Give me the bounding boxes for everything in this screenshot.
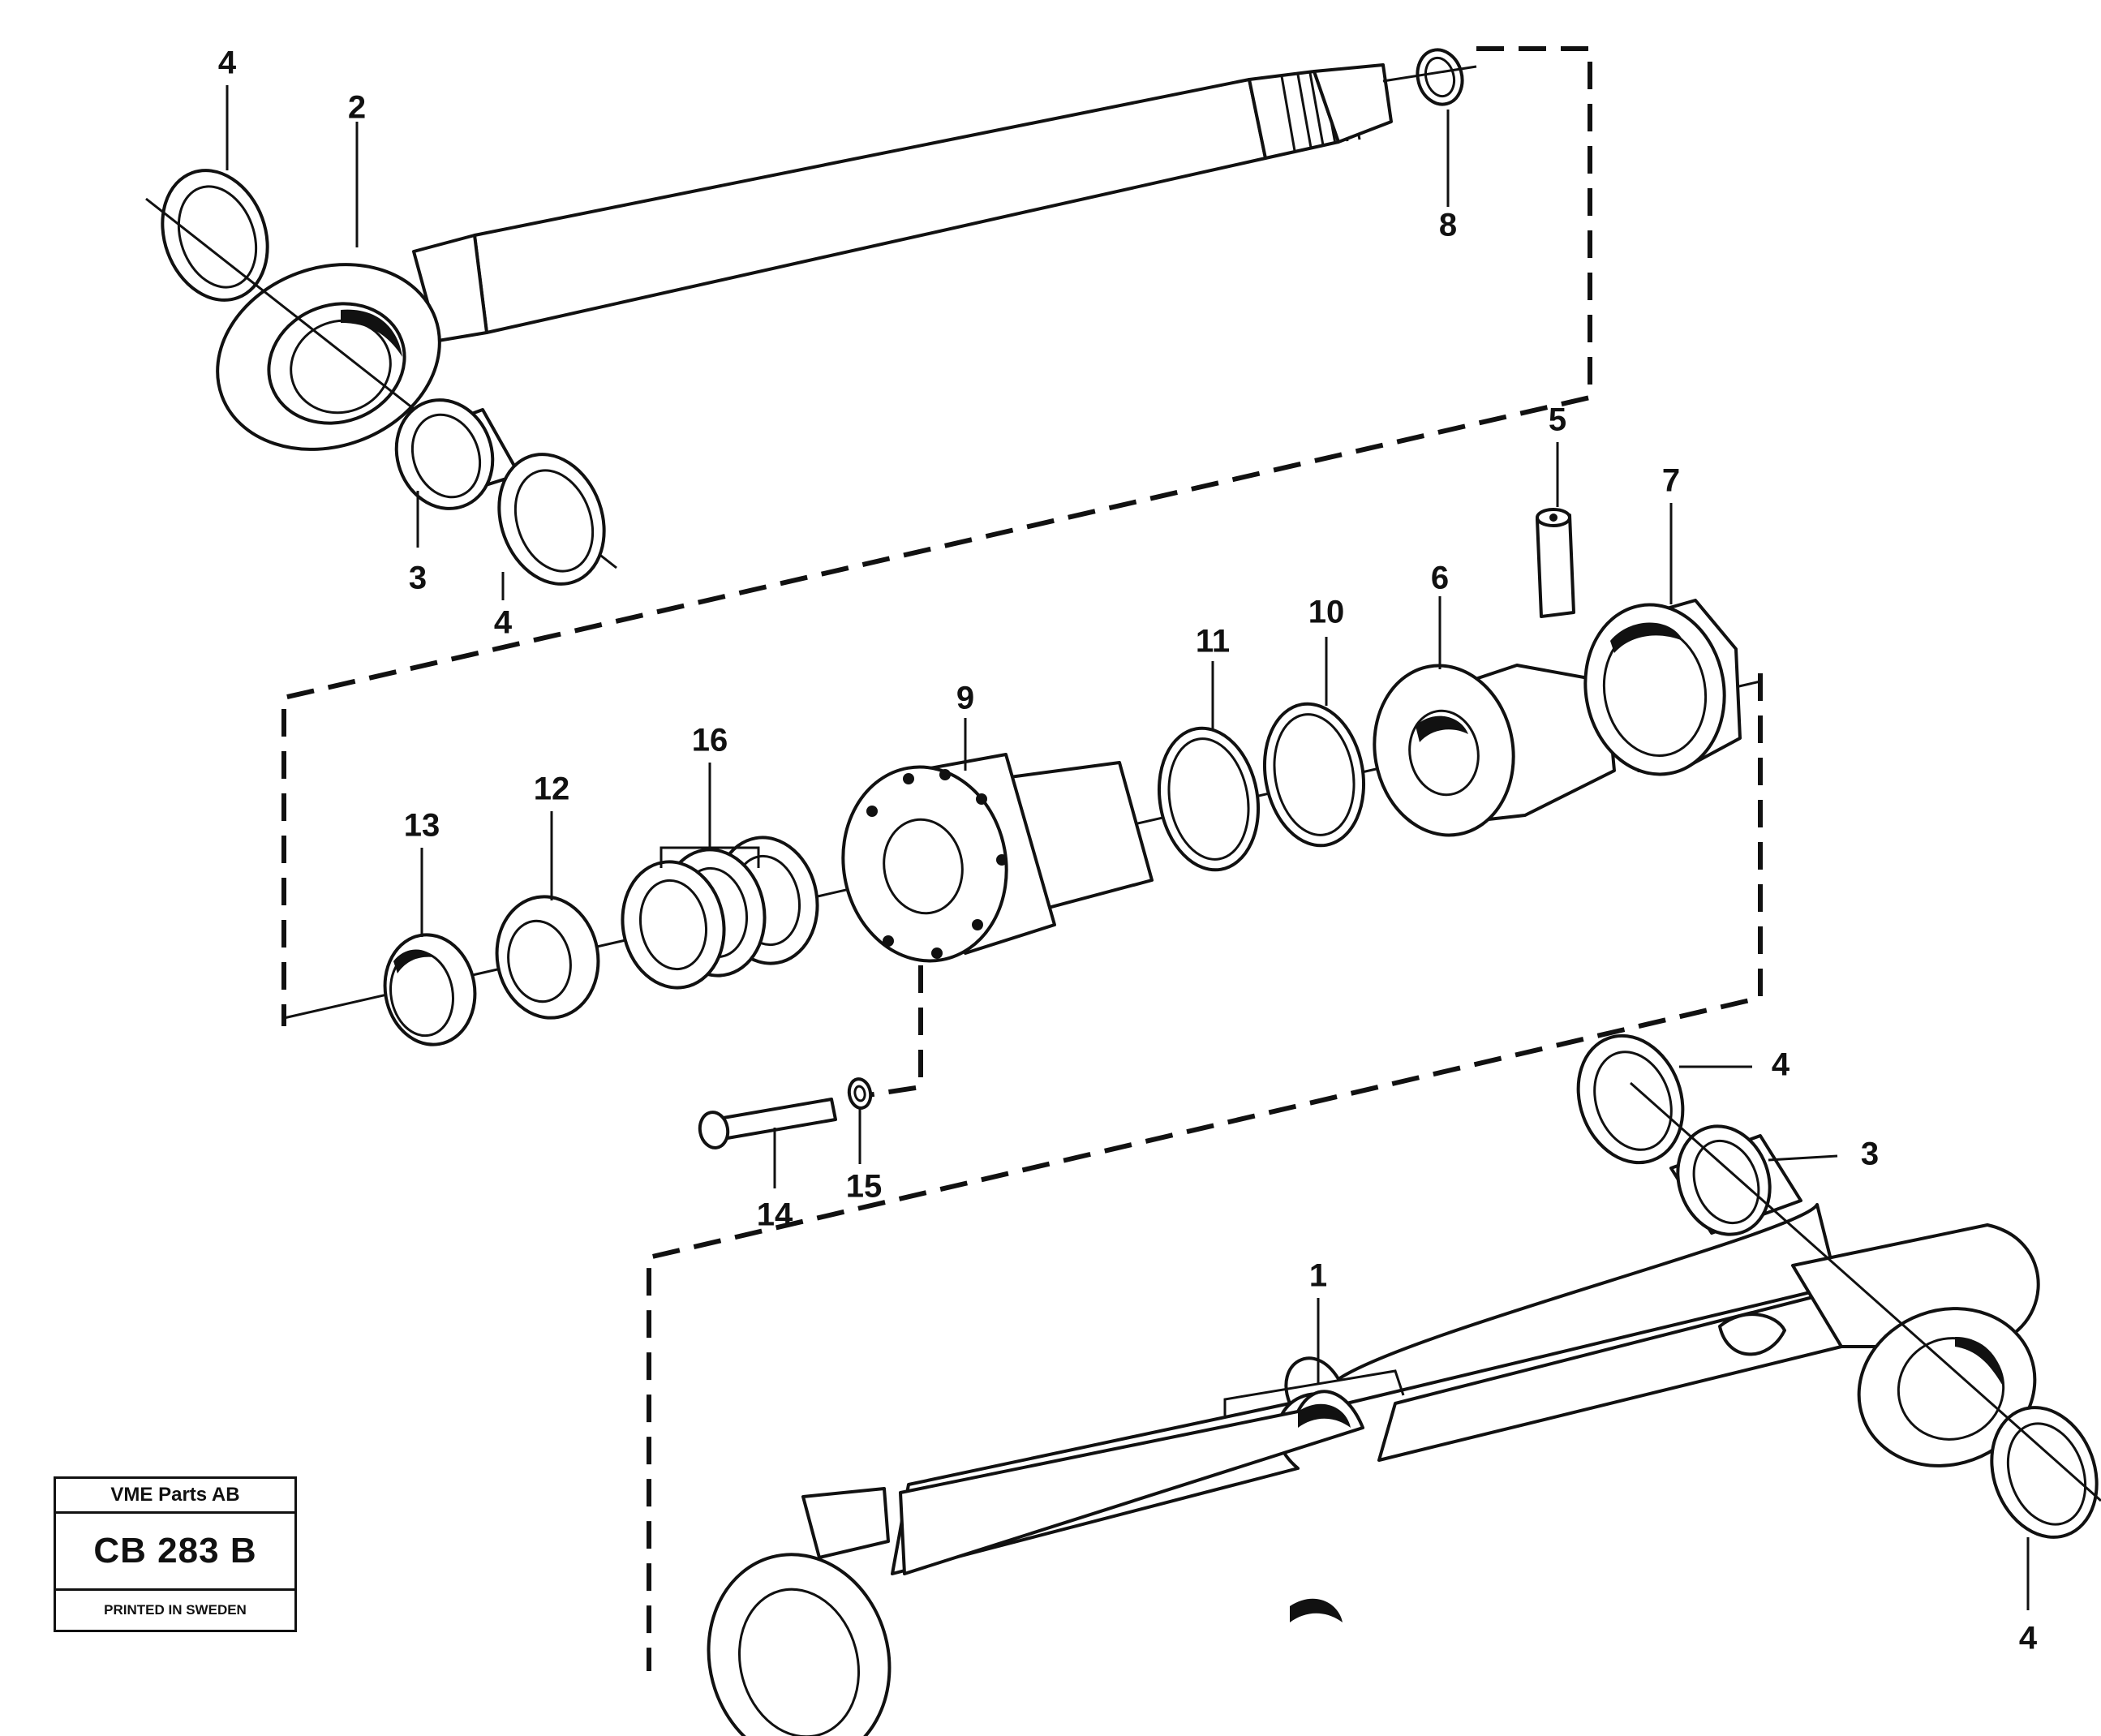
callout-14: 14 [757, 1197, 793, 1233]
guide-ring-7 [1583, 599, 1742, 776]
ring-10 [1262, 702, 1366, 848]
callout-12: 12 [534, 771, 570, 807]
callout-7: 7 [1662, 463, 1680, 499]
pin-5 [1536, 508, 1575, 618]
title-block-printed: PRINTED IN SWEDEN [104, 1602, 247, 1618]
washer-15 [847, 1077, 873, 1110]
snap-ring-4-mid-left [497, 453, 606, 586]
bushing-3-left [394, 398, 521, 510]
callout-1: 1 [1309, 1258, 1327, 1294]
callout-labels: 4 2 8 3 4 5 7 6 10 11 9 16 12 13 14 15 4… [218, 45, 2038, 1657]
callout-3-left: 3 [409, 561, 427, 596]
callout-4-mid-left: 4 [494, 605, 513, 641]
seal-12 [495, 895, 600, 1020]
callout-10: 10 [1308, 595, 1345, 630]
snap-ring-4-bottom-right [1990, 1406, 2099, 1539]
callout-2: 2 [348, 90, 366, 126]
cylinder-tube [707, 1203, 2040, 1736]
snap-ring-4-top-left [161, 169, 269, 302]
cylinder-head-6 [1373, 664, 1616, 837]
callout-15: 15 [846, 1169, 883, 1205]
wiper-13 [383, 933, 477, 1046]
leaders [226, 85, 2030, 1610]
callout-3-right: 3 [1861, 1137, 1879, 1172]
callout-6: 6 [1431, 561, 1449, 596]
assembly-boundary [281, 46, 1763, 1671]
callout-16: 16 [692, 723, 728, 758]
title-block: VME Parts AB CB 283 B PRINTED IN SWEDEN [54, 1476, 297, 1632]
ring-8 [1416, 48, 1464, 106]
piston-rod [216, 63, 1393, 451]
callout-4-bottom-right: 4 [2019, 1621, 2038, 1657]
callout-13: 13 [404, 808, 440, 844]
callout-9: 9 [956, 681, 974, 716]
piston-9 [841, 753, 1154, 963]
seal-set-16 [621, 836, 819, 990]
callout-4-top-left: 4 [218, 45, 237, 81]
title-block-code: CB 283 B [56, 1514, 294, 1591]
screw-14 [698, 1098, 837, 1149]
callout-5: 5 [1549, 402, 1566, 438]
callout-8: 8 [1439, 208, 1457, 243]
title-block-company: VME Parts AB [56, 1479, 294, 1514]
snap-ring-4-right [1576, 1033, 1685, 1165]
callout-4-right: 4 [1772, 1047, 1790, 1083]
callout-11: 11 [1196, 624, 1230, 660]
ring-11 [1157, 726, 1261, 872]
